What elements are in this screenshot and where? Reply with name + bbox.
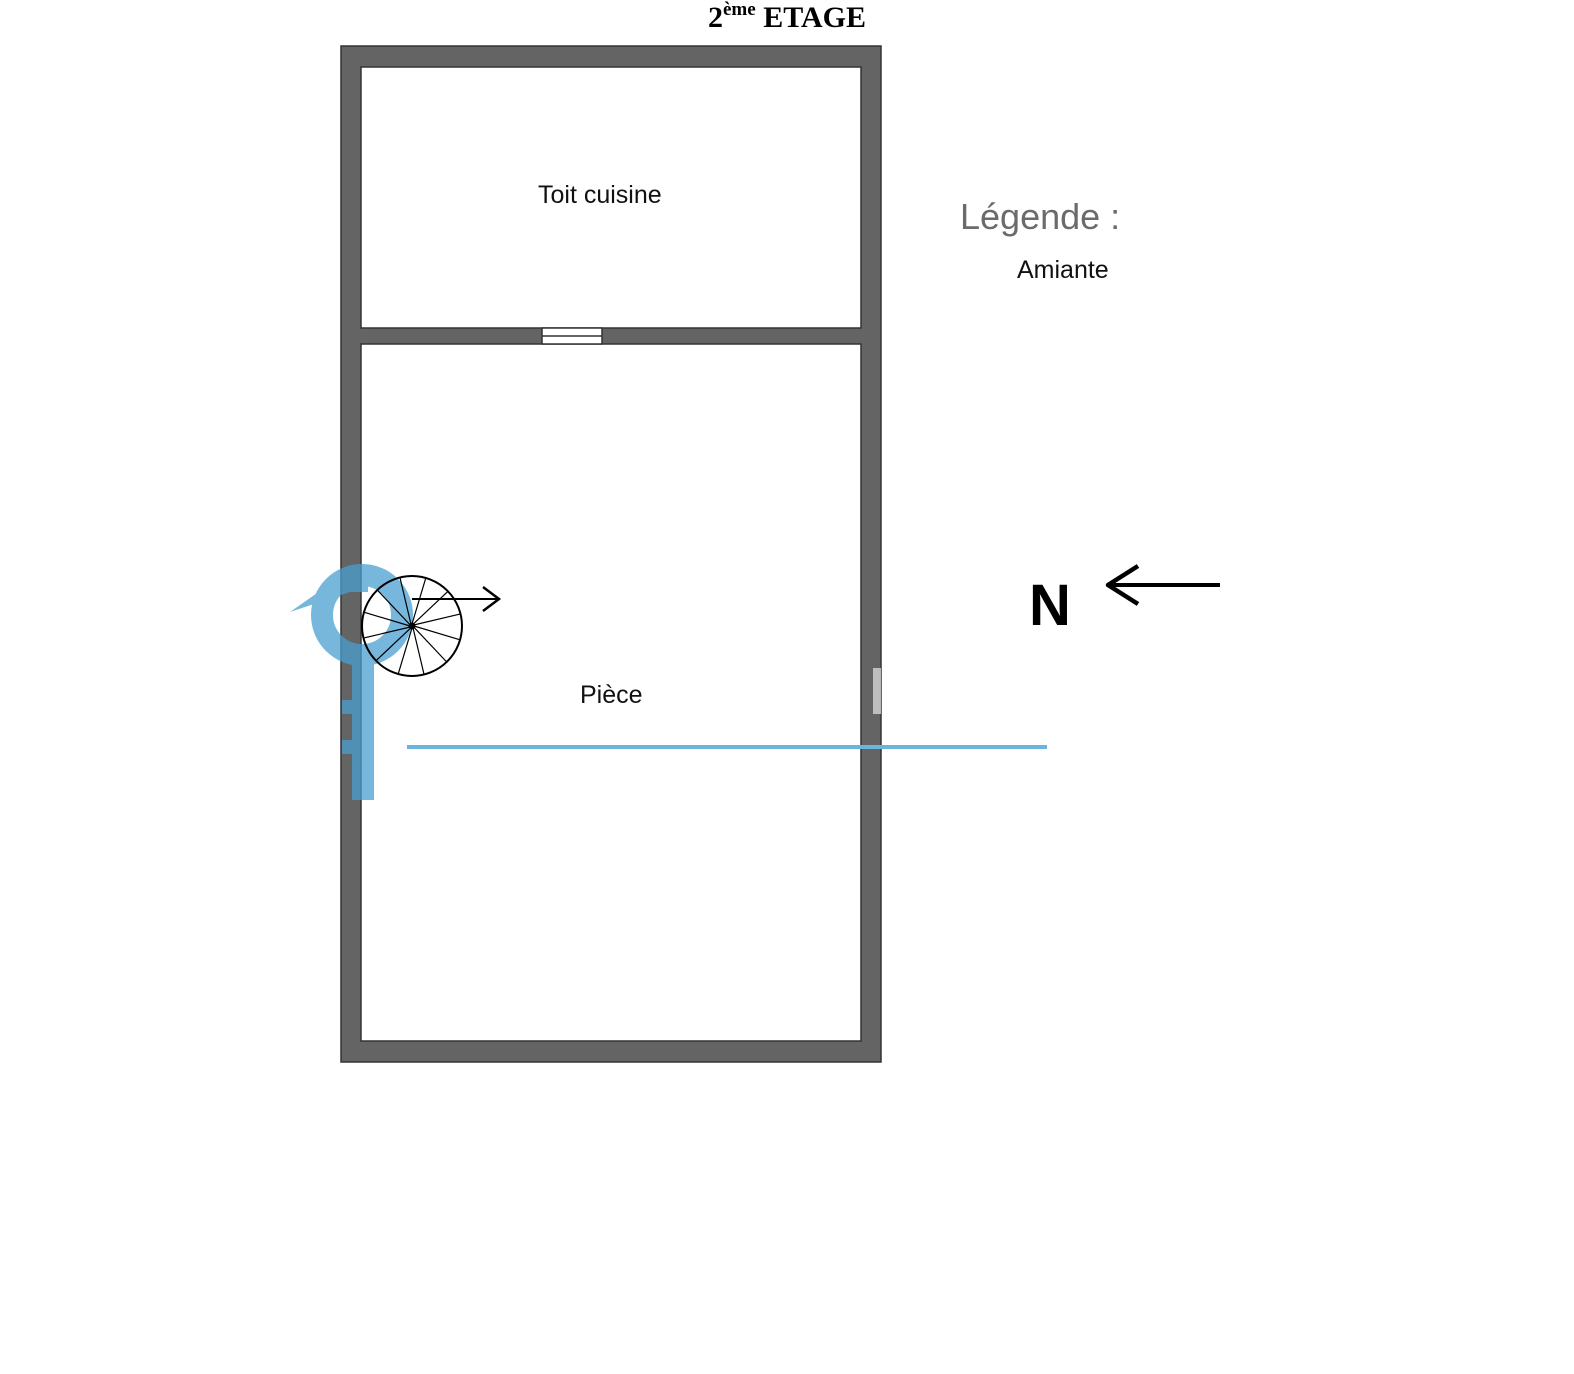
room-piece (360, 343, 862, 1042)
stair-tread (411, 577, 427, 625)
room-toit-cuisine (360, 66, 862, 329)
stair-tread (375, 627, 412, 662)
stair-tread (363, 611, 411, 627)
stair-tread (413, 626, 448, 663)
stair-tread (376, 589, 411, 626)
room-label-piece: Pièce (580, 681, 643, 709)
stair-tread (413, 625, 461, 641)
stair-tread (397, 627, 413, 675)
stair-tread (412, 627, 425, 675)
stair-tread (412, 590, 449, 625)
spiral-staircase-icon (361, 575, 463, 677)
floor-number: 2 (707, 1, 723, 34)
legend-item-amiante: Amiante (1017, 256, 1109, 284)
stair-tread (399, 577, 412, 625)
room-label-toit-cuisine: Toit cuisine (538, 181, 662, 209)
house-key-watermark-icon (290, 564, 881, 800)
floor-suffix: ème (722, 0, 756, 20)
stair-direction-arrow-icon (412, 586, 502, 612)
stair-tread (363, 626, 411, 639)
wall-opening (541, 327, 603, 345)
walls (340, 45, 882, 1063)
stair-tread (413, 613, 461, 626)
floor-title-text: ETAGE (755, 1, 866, 34)
north-label: N (1029, 573, 1071, 638)
north-arrow-icon (1105, 564, 1220, 606)
legend-title: Légende : (960, 196, 1121, 237)
stair-center-post (408, 622, 416, 630)
floor-title: 2ème ETAGE (0, 0, 1574, 36)
